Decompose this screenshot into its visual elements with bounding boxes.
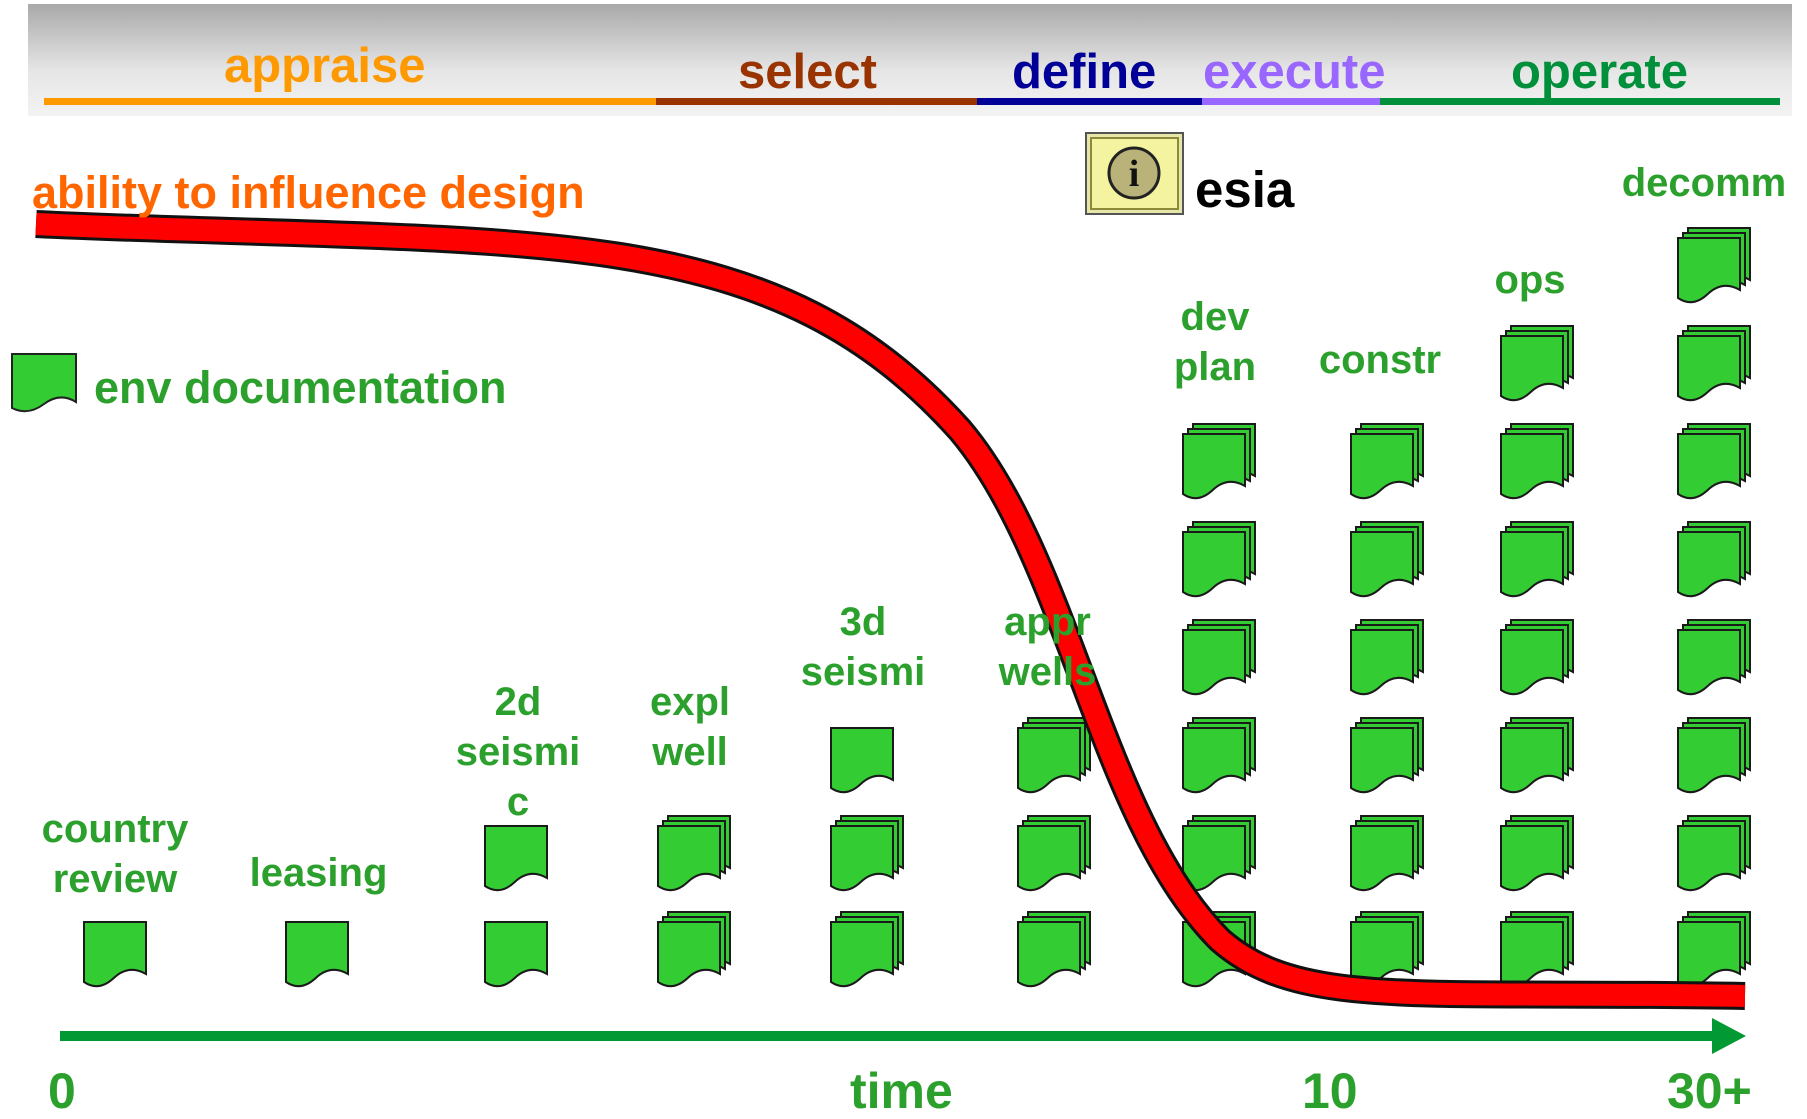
- phase-line-execute: [1202, 98, 1380, 105]
- document-icon: [1677, 911, 1751, 988]
- document-icon: [1677, 325, 1751, 402]
- phase-line-define: [977, 98, 1202, 105]
- phase-header: [28, 4, 1792, 116]
- activity-label-ops: ops: [1494, 258, 1566, 302]
- document-icon: [1500, 423, 1574, 500]
- phase-line-select: [656, 98, 977, 105]
- document-icon: [1182, 521, 1256, 598]
- document-icon: [1677, 227, 1751, 304]
- activity-label-3d-seismic: 3d seismi: [800, 600, 926, 694]
- activity-label-country-review: country review: [41, 807, 189, 901]
- document-icon: [1350, 911, 1424, 988]
- document-icon: [657, 815, 731, 892]
- activity-label-appr-wells: appr wells: [998, 600, 1097, 694]
- phase-line-operate: [1380, 98, 1780, 105]
- document-icon: [285, 921, 349, 988]
- document-icon: [1182, 815, 1256, 892]
- activity-label-dev-plan: dev plan: [1173, 295, 1257, 389]
- document-icon: [1500, 815, 1574, 892]
- phase-appraise: appraise: [224, 39, 426, 93]
- document-icon: [1677, 423, 1751, 500]
- activity-label-2d-seismic: 2d seismi c: [455, 680, 581, 824]
- phase-execute: execute: [1203, 45, 1386, 99]
- activity-label-decomm: decomm: [1621, 161, 1787, 205]
- document-icon: [484, 825, 548, 892]
- svg-text:i: i: [1129, 153, 1140, 195]
- legend-label: env documentation: [94, 362, 507, 413]
- document-icon: [1677, 815, 1751, 892]
- activity-label-leasing: leasing: [249, 851, 388, 895]
- time-axis-arrowhead: [1712, 1018, 1746, 1054]
- chart-title: ability to influence design: [32, 167, 585, 218]
- document-icon: [1017, 815, 1091, 892]
- info-icon[interactable]: i: [1085, 132, 1184, 215]
- document-icon: [83, 921, 147, 988]
- axis-label-time: time: [850, 1063, 953, 1119]
- document-icon: [1677, 717, 1751, 794]
- influence-curve-fill: [35, 213, 1746, 1007]
- document-icon: [1350, 619, 1424, 696]
- document-icon: [1500, 325, 1574, 402]
- document-icon: [1677, 619, 1751, 696]
- document-icon: [1350, 815, 1424, 892]
- document-icon: [1350, 717, 1424, 794]
- document-icon: [1500, 911, 1574, 988]
- legend-document-icon: [10, 352, 80, 417]
- document-icon: [1350, 521, 1424, 598]
- document-icon: [830, 911, 904, 988]
- document-icon: [1017, 911, 1091, 988]
- documents-layer: [83, 227, 1751, 988]
- document-icon: [830, 727, 894, 794]
- esia-label: esia: [1195, 161, 1295, 218]
- document-icon: [484, 921, 548, 988]
- axis-label-end: 30+: [1667, 1063, 1752, 1119]
- document-icon: [1182, 423, 1256, 500]
- activity-label-expl-well: expl well: [649, 680, 731, 774]
- document-icon: [1500, 717, 1574, 794]
- phase-line-appraise: [44, 98, 656, 105]
- phase-select: select: [738, 45, 877, 99]
- document-icon: [1017, 717, 1091, 794]
- phase-operate: operate: [1511, 45, 1689, 99]
- document-icon: [657, 911, 731, 988]
- document-icon: [830, 815, 904, 892]
- document-icon: [1500, 619, 1574, 696]
- document-icon: [1182, 717, 1256, 794]
- activity-label-constr: constr: [1318, 338, 1442, 382]
- phase-define: define: [1012, 45, 1157, 99]
- document-icon: [1677, 521, 1751, 598]
- axis-label-start: 0: [48, 1063, 76, 1119]
- document-icon: [1182, 619, 1256, 696]
- document-icon: [1350, 423, 1424, 500]
- axis-label-ten: 10: [1302, 1063, 1358, 1119]
- document-icon: [1500, 521, 1574, 598]
